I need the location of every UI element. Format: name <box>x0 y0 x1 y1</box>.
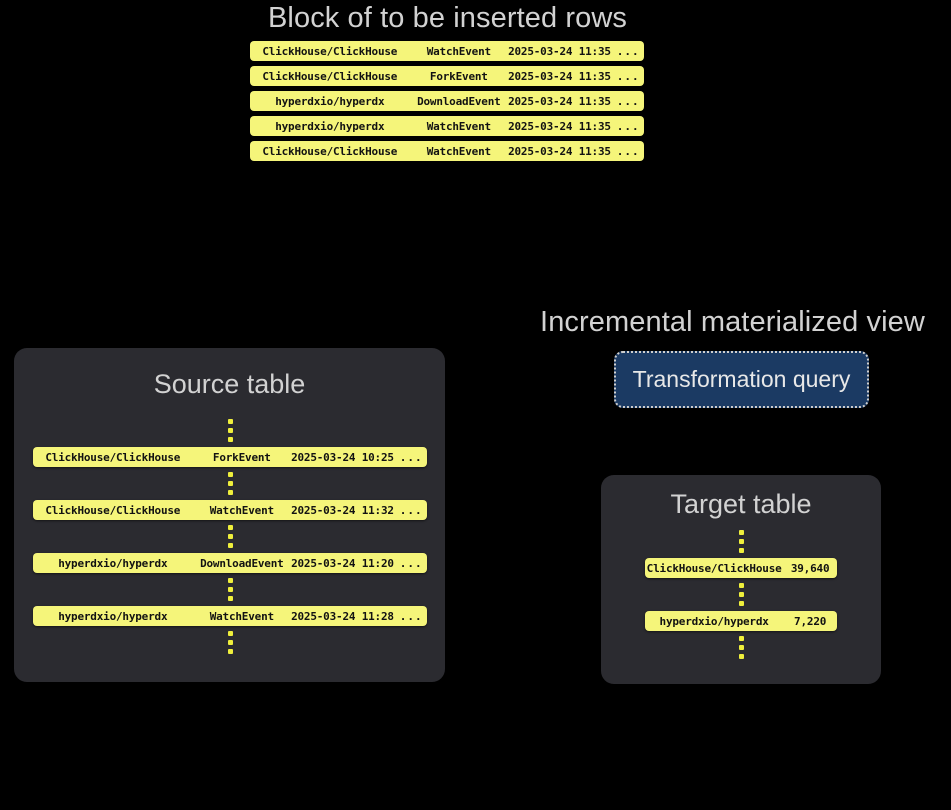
separator-dot <box>738 601 744 606</box>
separator-dot <box>227 649 233 654</box>
row-separator-dots <box>227 626 233 659</box>
separator-dot <box>227 472 233 477</box>
row-timestamp: 2025-03-24 11:35:52 <box>508 119 612 133</box>
row-more-ellipsis: ... <box>616 144 640 158</box>
row-repo: ClickHouse/ClickHouse <box>262 69 398 83</box>
row-timestamp: 2025-03-24 11:20:12 <box>291 556 395 570</box>
separator-dot <box>227 525 233 530</box>
separator-dot <box>227 428 233 433</box>
table-row: ClickHouse/ClickHouse WatchEvent 2025-03-2… <box>250 141 644 161</box>
separator-dot <box>227 534 233 539</box>
row-event-type: WatchEvent <box>209 609 274 623</box>
row-timestamp: 2025-03-24 11:35:54 <box>508 144 612 158</box>
separator-dot <box>227 543 233 548</box>
separator-dot <box>227 631 233 636</box>
separator-dot <box>227 587 233 592</box>
separator-dot <box>227 596 233 601</box>
row-separator-dots <box>227 467 233 500</box>
separator-dot <box>738 583 744 588</box>
row-timestamp: 2025-03-24 10:25:00 <box>291 450 395 464</box>
row-timestamp: 2025-03-24 11:28:32 <box>291 609 395 623</box>
row-count-value: 39,640 <box>790 561 830 575</box>
table-row: hyperdxio/hyperdx DownloadEvent 2025-03-24… <box>250 91 644 111</box>
target-table-rows: ClickHouse/ClickHouse 39,640 hyperdxio/hyp… <box>645 525 837 664</box>
block-of-rows-title: Block of to be inserted rows <box>267 2 628 34</box>
row-repo: hyperdxio/hyperdx <box>659 614 769 628</box>
table-row: hyperdxio/hyperdx WatchEvent 2025-03-24 11… <box>250 116 644 136</box>
separator-dot <box>738 636 744 641</box>
row-timestamp: 2025-03-24 11:32:54 <box>291 503 395 517</box>
row-separator-dots <box>738 525 744 558</box>
row-more-ellipsis: ... <box>399 556 423 570</box>
row-separator-dots <box>227 573 233 606</box>
separator-dot <box>738 530 744 535</box>
row-repo: ClickHouse/ClickHouse <box>45 503 181 517</box>
row-more-ellipsis: ... <box>399 503 423 517</box>
row-event-type: DownloadEvent <box>417 94 501 108</box>
separator-dot <box>227 490 233 495</box>
separator-dot <box>227 640 233 645</box>
row-event-type: WatchEvent <box>426 119 491 133</box>
table-row: ClickHouse/ClickHouse WatchEvent 2025-03-2… <box>33 500 427 520</box>
row-separator-dots <box>227 414 233 447</box>
table-row: ClickHouse/ClickHouse ForkEvent 2025-03-24… <box>33 447 427 467</box>
row-repo: hyperdxio/hyperdx <box>275 94 385 108</box>
separator-dot <box>738 645 744 650</box>
row-timestamp: 2025-03-24 11:35:44 <box>508 69 612 83</box>
row-repo: ClickHouse/ClickHouse <box>262 44 398 58</box>
row-more-ellipsis: ... <box>616 69 640 83</box>
row-event-type: ForkEvent <box>212 450 271 464</box>
row-event-type: WatchEvent <box>426 144 491 158</box>
row-separator-dots <box>227 520 233 553</box>
row-event-type: ForkEvent <box>429 69 488 83</box>
row-repo: ClickHouse/ClickHouse <box>45 450 181 464</box>
table-row: hyperdxio/hyperdx 7,220 <box>645 611 837 631</box>
target-table-title: Target table <box>670 489 812 519</box>
table-row: ClickHouse/ClickHouse ForkEvent 2025-03-24… <box>250 66 644 86</box>
row-separator-dots <box>738 631 744 664</box>
table-row: ClickHouse/ClickHouse WatchEvent 2025-03-2… <box>250 41 644 61</box>
row-more-ellipsis: ... <box>399 609 423 623</box>
table-row: hyperdxio/hyperdx WatchEvent 2025-03-24 11… <box>33 606 427 626</box>
table-row: ClickHouse/ClickHouse 39,640 <box>645 558 837 578</box>
transformation-query-box[interactable]: Transformation query <box>614 351 869 408</box>
source-table-rows: ClickHouse/ClickHouse ForkEvent 2025-03-24… <box>33 414 427 659</box>
separator-dot <box>227 437 233 442</box>
row-repo: ClickHouse/ClickHouse <box>262 144 398 158</box>
row-more-ellipsis: ... <box>616 44 640 58</box>
separator-dot <box>738 592 744 597</box>
row-separator-dots <box>738 578 744 611</box>
row-more-ellipsis: ... <box>399 450 423 464</box>
row-repo: hyperdxio/hyperdx <box>58 556 168 570</box>
row-timestamp: 2025-03-24 11:35:40 <box>508 44 612 58</box>
separator-dot <box>227 578 233 583</box>
row-timestamp: 2025-03-24 11:35:48 <box>508 94 612 108</box>
table-row: hyperdxio/hyperdx DownloadEvent 2025-03-24… <box>33 553 427 573</box>
row-more-ellipsis: ... <box>616 119 640 133</box>
row-event-type: DownloadEvent <box>200 556 284 570</box>
row-repo: ClickHouse/ClickHouse <box>646 561 782 575</box>
materialized-view-title: Incremental materialized view <box>540 306 925 338</box>
row-event-type: WatchEvent <box>426 44 491 58</box>
row-more-ellipsis: ... <box>616 94 640 108</box>
source-table-title: Source table <box>153 369 306 399</box>
row-repo: hyperdxio/hyperdx <box>275 119 385 133</box>
separator-dot <box>227 481 233 486</box>
separator-dot <box>738 548 744 553</box>
separator-dot <box>738 539 744 544</box>
row-count-value: 7,220 <box>794 614 827 628</box>
row-repo: hyperdxio/hyperdx <box>58 609 168 623</box>
row-event-type: WatchEvent <box>209 503 274 517</box>
separator-dot <box>227 419 233 424</box>
separator-dot <box>738 654 744 659</box>
